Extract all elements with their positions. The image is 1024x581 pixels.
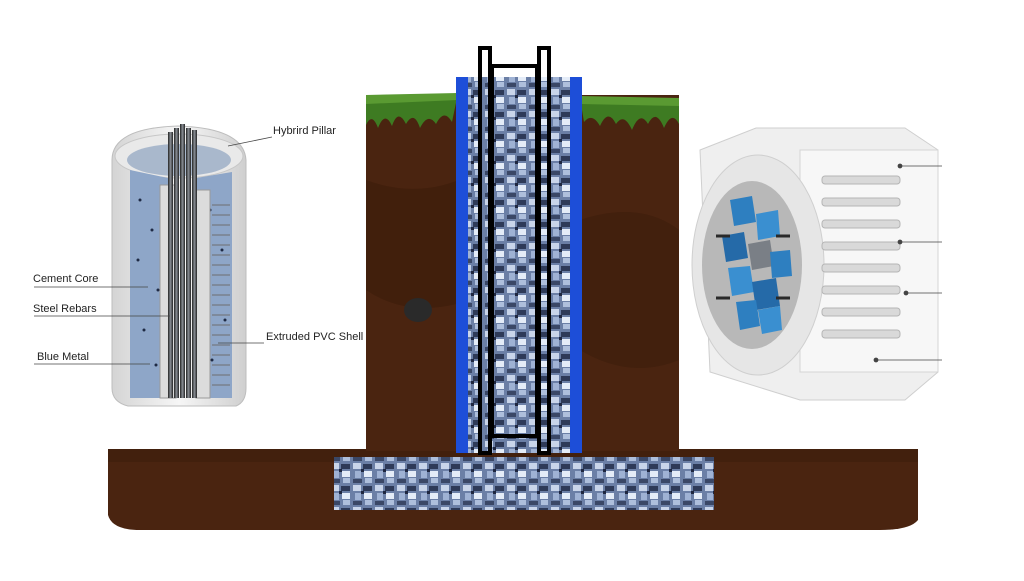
grass-left (366, 95, 457, 128)
pillar-section-block-icon (691, 127, 942, 401)
label-extruded-pvc-shell: Extruded PVC Shell (266, 331, 364, 343)
blue-stones (722, 196, 792, 334)
pillar-cutaway-icon (34, 124, 273, 407)
label-blue-metal: Blue Metal (37, 351, 89, 363)
pebble (404, 298, 432, 322)
label-cement-core: Cement Core (33, 273, 99, 285)
pillar-in-ground-icon (108, 46, 918, 530)
footing-aggregate (334, 457, 714, 510)
stirrup (490, 64, 539, 438)
block-rebars (716, 234, 790, 300)
pvc-ribs (212, 204, 230, 386)
grass-right (580, 98, 679, 130)
pillar-aggregate (468, 77, 570, 453)
block-slots (821, 175, 901, 339)
blue-metal-fill (130, 170, 168, 398)
label-steel-rebars: Steel Rebars (33, 303, 97, 315)
block-leaders (873, 163, 942, 363)
label-hybrid-pillar: Hybrird Pillar (273, 125, 336, 137)
steel-rebars (168, 124, 197, 398)
